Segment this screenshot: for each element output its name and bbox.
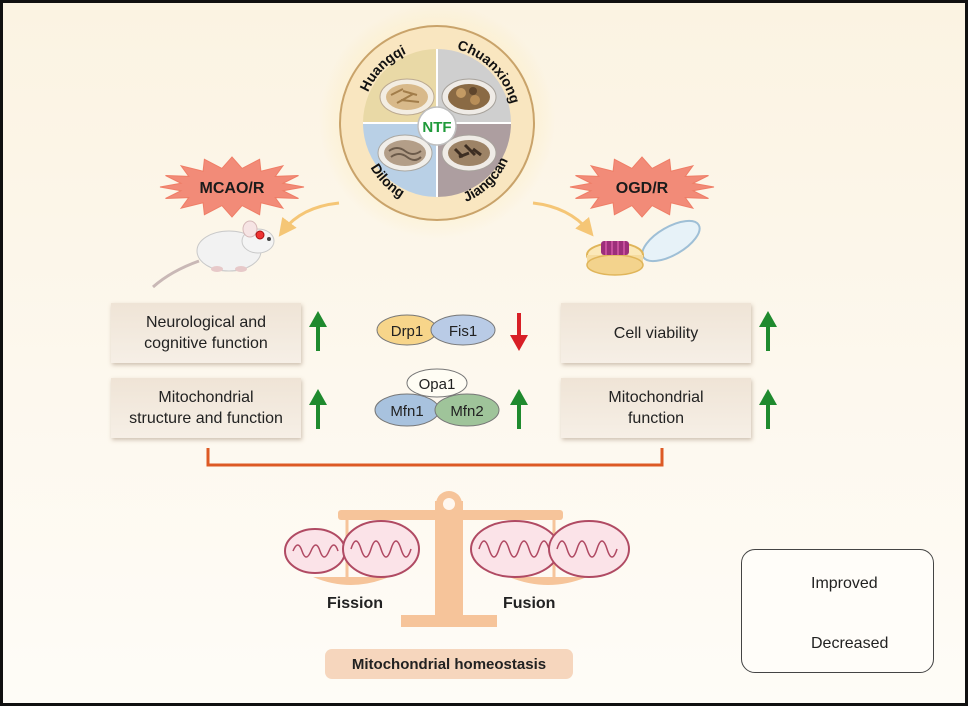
drp1-label: Drp1: [391, 323, 424, 340]
mitochondrion-fusion-left: [470, 520, 560, 578]
fusion-label: Fusion: [503, 595, 556, 612]
opa1-label: Opa1: [419, 376, 456, 393]
arrow-to-mcao: [278, 201, 340, 237]
herb-dish-chuanxiong: [441, 78, 497, 116]
up-arrow-icon: [759, 389, 777, 429]
down-arrow-icon: [510, 313, 528, 351]
ogd-burst: OGD/R: [569, 156, 715, 218]
mfn1-label: Mfn1: [390, 403, 423, 420]
fis1-label: Fis1: [449, 323, 477, 340]
up-arrow-icon: [309, 389, 327, 429]
up-arrow-icon: [510, 389, 528, 429]
mcao-label: MCAO/R: [200, 180, 265, 197]
fusion-proteins: Opa1 Mfn1 Mfn2: [374, 368, 500, 427]
mitochondrion-fission-large: [342, 520, 420, 578]
herb-dish-dilong: [377, 134, 433, 172]
mfn2-label: Mfn2: [450, 403, 483, 420]
mcao-burst: MCAO/R: [159, 156, 305, 218]
homeostasis-caption: Mitochondrial homeostasis: [325, 649, 573, 679]
legend-box: Improved Decreased: [741, 549, 934, 673]
ogd-label: OGD/R: [616, 180, 669, 197]
outcome-box-cell-viability: Cell viability: [561, 303, 751, 363]
petri-dish-icon: [586, 219, 701, 276]
mitochondrion-fission-small: [284, 528, 346, 574]
fission-label: Fission: [327, 595, 384, 612]
fission-proteins: Drp1 Fis1: [376, 314, 496, 346]
legend-improved-label: Improved: [811, 575, 878, 592]
legend-decreased-label: Decreased: [811, 635, 889, 652]
herb-wheel: NTF Huangqi Chuanxiong Dilong Jiangcan: [339, 25, 535, 221]
connector-bracket: [206, 448, 664, 467]
wheel-center-ntf: NTF: [422, 119, 451, 136]
arrow-to-ogd: [532, 201, 594, 237]
mitochondrion-fusion-right: [548, 520, 630, 578]
up-arrow-icon: [309, 311, 327, 351]
herb-dish-jiangcan: [441, 134, 497, 172]
rat-icon: [152, 220, 275, 289]
diagram-graphics: NTF Huangqi Chuanxiong Dilong Jiangcan M…: [152, 3, 802, 663]
herb-dish-huangqi: [379, 78, 435, 116]
up-arrow-icon: [759, 311, 777, 351]
